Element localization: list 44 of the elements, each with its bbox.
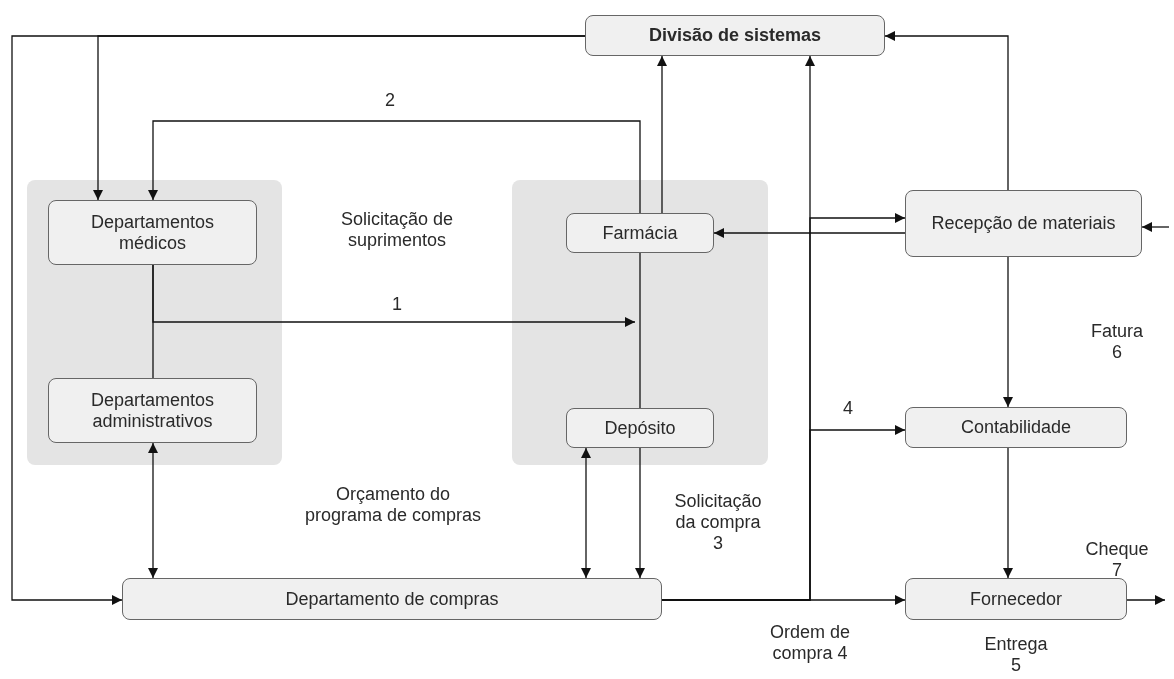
arrow <box>1141 222 1170 232</box>
process-box <box>585 15 885 56</box>
process-box <box>48 200 257 265</box>
process-box <box>122 578 662 620</box>
process-box <box>566 408 714 448</box>
process-box <box>566 213 714 253</box>
process-box <box>905 578 1127 620</box>
box-label: Farmácia <box>602 222 678 244</box>
arrow <box>148 442 158 579</box>
edge-label: 2 <box>385 89 395 111</box>
annotation-text: Orçamento do programa de compras <box>303 484 483 526</box>
box-label: Contabilidade <box>960 417 1072 438</box>
box-label: Fornecedor <box>969 588 1063 610</box>
box-label: Recepção de materiais <box>931 213 1116 234</box>
edge-label: 4 <box>843 397 853 419</box>
annotation-text: Solicitação de suprimentos <box>339 209 455 251</box>
group-panel <box>512 180 768 465</box>
annotation-text: Entrega 5 <box>983 634 1049 676</box>
arrow <box>148 120 641 214</box>
box-label: Departamento de compras <box>285 588 499 610</box>
arrow <box>11 35 586 605</box>
connector-line <box>639 252 641 409</box>
arrow <box>635 447 645 579</box>
edge-label: Ordem de compra 4 <box>768 622 851 664</box>
arrow <box>657 55 667 214</box>
process-box <box>905 190 1142 257</box>
box-label: Divisão de sistemas <box>648 25 822 46</box>
arrow <box>1003 256 1013 408</box>
box-label: Departamentos médicos <box>89 211 216 254</box>
box-label: Departamentos administrativos <box>89 389 216 432</box>
annotation-text: Solicitação da compra 3 <box>673 490 763 554</box>
process-box <box>48 378 257 443</box>
annotation-text: Fatura 6 <box>1090 321 1144 363</box>
arrow <box>1003 447 1013 579</box>
arrow <box>713 228 906 238</box>
arrow <box>1126 595 1166 605</box>
edge-label: 1 <box>392 293 402 315</box>
annotation-text: Cheque 7 <box>1084 539 1150 581</box>
box-label: Depósito <box>604 417 676 439</box>
arrow <box>884 31 1009 191</box>
process-box <box>905 407 1127 448</box>
arrow <box>152 264 636 327</box>
group-panel <box>27 180 282 465</box>
arrow <box>581 447 591 579</box>
